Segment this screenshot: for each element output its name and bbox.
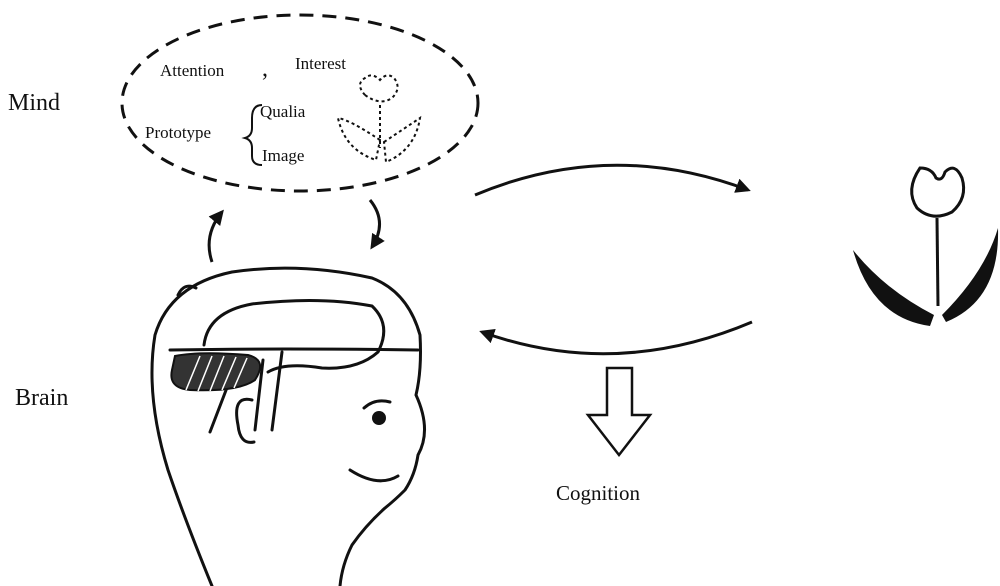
brain-label: Brain — [15, 385, 68, 411]
comma-mark: , — [262, 56, 268, 82]
mind-label: Mind — [8, 90, 60, 116]
mind-to-brain-arrow — [368, 199, 385, 250]
head-illustration — [150, 266, 427, 586]
brain-to-mind-arrow — [207, 209, 224, 263]
dotted-flower-icon — [336, 74, 422, 164]
prototype-brace — [241, 104, 263, 166]
cognition-label: Cognition — [556, 481, 641, 505]
mind-bubble — [120, 13, 480, 193]
eye-icon — [372, 411, 386, 425]
image-text: Image — [262, 146, 304, 165]
perception-arrow-to-flower — [474, 163, 751, 197]
interest-text: Interest — [295, 54, 346, 73]
qualia-text: Qualia — [260, 102, 306, 121]
perception-arrow-to-person — [479, 320, 753, 356]
attention-text: Attention — [160, 61, 225, 80]
flower-icon — [853, 166, 999, 326]
cognition-arrow-icon — [585, 366, 653, 458]
prototype-text: Prototype — [145, 123, 211, 142]
brain-region-hatched — [170, 352, 262, 392]
hatching-lines — [185, 355, 248, 392]
